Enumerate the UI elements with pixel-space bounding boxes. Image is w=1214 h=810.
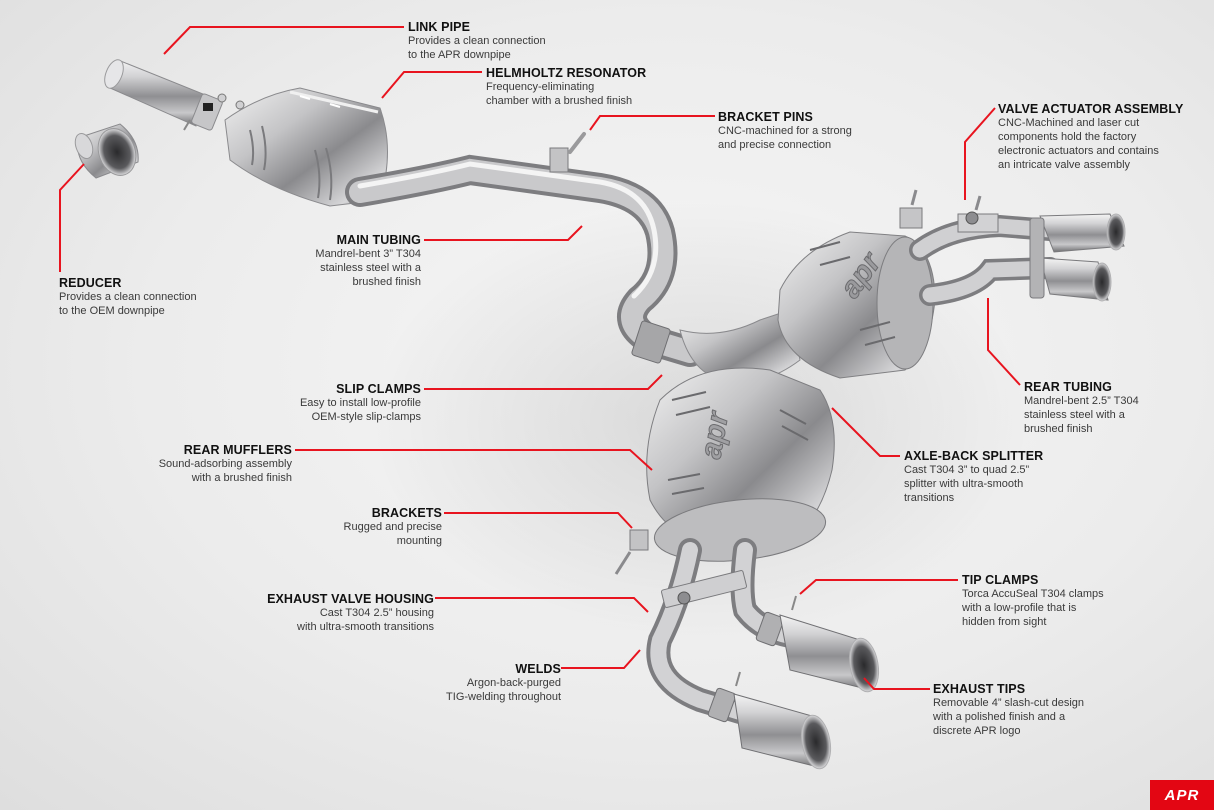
callout-desc-line: Frequency-eliminating xyxy=(486,81,595,93)
callout-desc-line: an intricate valve assembly xyxy=(998,159,1131,171)
leader-bracket-pins xyxy=(589,115,715,131)
callout-desc-line: brushed finish xyxy=(1024,423,1093,435)
link-pipe-part xyxy=(104,59,245,131)
leader-slip-clamps xyxy=(424,374,663,390)
lower-exhaust-tips-part xyxy=(707,595,880,770)
apr-logo-text: APR xyxy=(1164,786,1200,804)
callout-desc-line: CNC-Machined and laser cut xyxy=(998,117,1140,129)
leader-exhaust-tips xyxy=(863,677,930,690)
callout-desc-line: CNC-machined for a strong xyxy=(718,125,852,137)
valve-actuator-part xyxy=(899,189,999,233)
callout-desc-line: mounting xyxy=(396,535,442,547)
leader-tip-clamps xyxy=(799,579,958,595)
callout-exhaust-tips: EXHAUST TIPS Removable 4” slash-cut desi… xyxy=(933,682,1084,738)
callout-desc-line: components hold the factory xyxy=(998,131,1137,143)
callout-slip-clamps: SLIP CLAMPS Easy to install low-profile … xyxy=(300,382,421,424)
callout-desc-line: splitter with ultra-smooth xyxy=(904,478,1024,490)
callout-desc-line: Removable 4” slash-cut design xyxy=(933,697,1085,709)
callout-desc-line: Easy to install low-profile xyxy=(299,397,421,409)
callout-title: HELMHOLTZ RESONATOR xyxy=(486,66,647,80)
callout-reducer: REDUCER Provides a clean connection to t… xyxy=(59,276,197,318)
callout-title: WELDS xyxy=(515,662,561,676)
callout-link-pipe: LINK PIPE Provides a clean connection to… xyxy=(408,20,546,62)
callout-desc-line: stainless steel with a xyxy=(320,262,421,274)
callout-desc-line: to the OEM downpipe xyxy=(59,305,165,317)
callout-title: REDUCER xyxy=(59,276,122,290)
leader-rear-tubing xyxy=(987,298,1021,386)
rear-muffler-left-part: apr xyxy=(646,367,835,562)
leader-axle-back xyxy=(831,407,900,457)
callout-desc-line: transitions xyxy=(904,492,955,504)
callout-desc-line: stainless steel with a xyxy=(1024,409,1125,421)
callout-title: EXHAUST TIPS xyxy=(933,682,1026,696)
callout-desc-line: with ultra-smooth transitions xyxy=(297,621,434,633)
callout-title: MAIN TUBING xyxy=(336,233,421,247)
callout-desc-line: to the APR downpipe xyxy=(408,49,511,61)
callout-axle-back-splitter: AXLE-BACK SPLITTER Cast T304 3” to quad … xyxy=(904,449,1043,505)
leader-brackets xyxy=(444,512,633,529)
leader-lines xyxy=(59,26,1021,690)
leader-valve-actuator xyxy=(964,107,996,200)
callout-title: TIP CLAMPS xyxy=(962,573,1039,587)
callout-desc-line: Rugged and precise xyxy=(343,521,442,533)
callout-desc-line: Cast T304 2.5” housing xyxy=(319,607,434,619)
callout-title: EXHAUST VALVE HOUSING xyxy=(267,592,434,606)
upper-exhaust-tips-part xyxy=(1029,213,1126,302)
callout-desc-line: OEM-style slip-clamps xyxy=(311,411,421,423)
callout-desc-line: brushed finish xyxy=(352,276,422,288)
callout-desc-line: hidden from sight xyxy=(962,616,1047,628)
callout-desc-line: with a polished finish and a xyxy=(933,711,1066,723)
callout-title: AXLE-BACK SPLITTER xyxy=(904,449,1044,463)
main-tubing-part xyxy=(345,132,705,367)
callout-title: VALVE ACTUATOR ASSEMBLY xyxy=(998,102,1184,116)
callout-desc-line: Sound-adsorbing assembly xyxy=(158,458,292,470)
callout-desc-line: with a low-profile that is xyxy=(962,602,1077,614)
callout-title: BRACKETS xyxy=(371,506,442,520)
callout-valve-actuator-assembly: VALVE ACTUATOR ASSEMBLY CNC-Machined and… xyxy=(998,102,1183,172)
rear-muffler-right-part: apr xyxy=(777,231,936,379)
callout-bracket-pins: BRACKET PINS CNC-machined for a strong a… xyxy=(718,110,852,152)
callout-desc-line: Mandrel-bent 2.5” T304 xyxy=(1024,395,1139,407)
callout-desc-line: with a brushed finish xyxy=(191,472,292,484)
callout-title: REAR TUBING xyxy=(1024,380,1112,394)
callout-desc-line: TIG-welding throughout xyxy=(446,691,561,703)
callout-rear-tubing: REAR TUBING Mandrel-bent 2.5” T304 stain… xyxy=(1024,380,1139,436)
callout-desc-line: chamber with a brushed finish xyxy=(486,95,633,107)
callout-brackets: BRACKETS Rugged and precise mounting xyxy=(344,506,442,548)
leader-welds xyxy=(561,649,641,669)
callout-desc-line: Provides a clean connection xyxy=(408,35,546,47)
callout-desc-line: electronic actuators and contains xyxy=(998,145,1159,157)
leader-link-pipe xyxy=(163,26,404,55)
callout-main-tubing: MAIN TUBING Mandrel-bent 3” T304 stainle… xyxy=(315,233,421,289)
callout-desc-line: discrete APR logo xyxy=(933,725,1021,737)
callout-title: LINK PIPE xyxy=(408,20,471,34)
reducer-part xyxy=(74,123,139,179)
callout-helmholtz-resonator: HELMHOLTZ RESONATOR Frequency-eliminatin… xyxy=(486,66,646,108)
callout-desc-line: Torca AccuSeal T304 clamps xyxy=(962,588,1104,600)
callout-rear-mufflers: REAR MUFFLERS Sound-adsorbing assembly w… xyxy=(159,443,292,485)
callout-desc-line: Argon-back-purged xyxy=(466,677,561,689)
callout-desc-line: Mandrel-bent 3” T304 xyxy=(315,248,421,260)
exhaust-valve-housing-part xyxy=(614,529,748,608)
leader-rear-mufflers xyxy=(295,449,653,471)
callout-exhaust-valve-housing: EXHAUST VALVE HOUSING Cast T304 2.5” hou… xyxy=(267,592,434,634)
callout-title: SLIP CLAMPS xyxy=(336,382,421,396)
apr-logo: APR xyxy=(1150,780,1214,810)
callout-desc-line: Cast T304 3” to quad 2.5” xyxy=(904,464,1030,476)
helmholtz-resonator-part xyxy=(224,87,388,207)
leader-helmholtz xyxy=(381,71,482,99)
leader-valve-housing xyxy=(435,597,649,613)
callout-welds: WELDS Argon-back-purged TIG-welding thro… xyxy=(446,662,561,704)
leader-reducer xyxy=(59,163,85,272)
callout-desc-line: and precise connection xyxy=(718,139,832,151)
leader-main-tubing xyxy=(424,225,583,241)
callout-title: REAR MUFFLERS xyxy=(183,443,292,457)
callout-tip-clamps: TIP CLAMPS Torca AccuSeal T304 clamps wi… xyxy=(962,573,1104,629)
callout-title: BRACKET PINS xyxy=(718,110,813,124)
callout-desc-line: Provides a clean connection xyxy=(59,291,197,303)
